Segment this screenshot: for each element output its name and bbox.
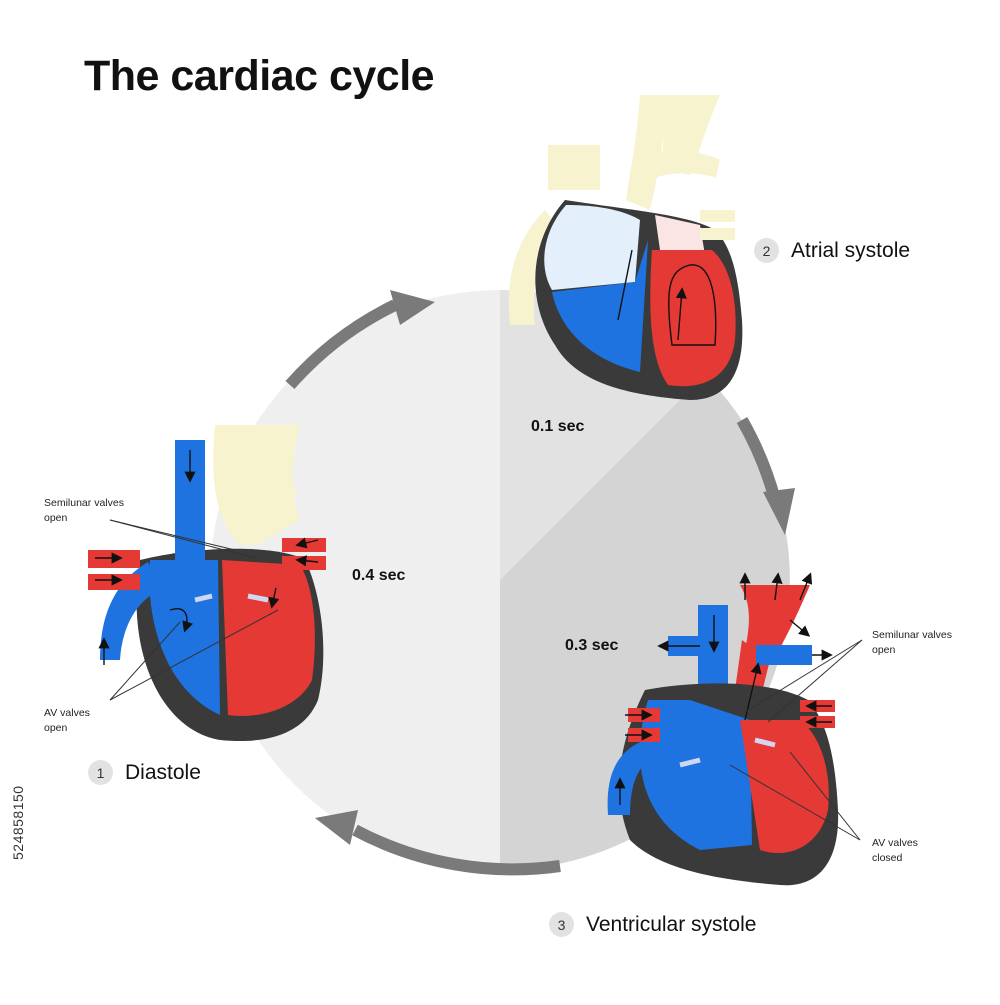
stage-name: Diastole	[125, 760, 201, 784]
annotation-ventricular-av: AV valves closed	[872, 837, 918, 864]
heart-ventricular-systole-illustration	[607, 572, 863, 886]
stage-atrial-systole-label: 2 Atrial systole	[754, 238, 910, 263]
stage-diastole-label: 1 Diastole	[88, 760, 201, 785]
stage-number-badge: 1	[88, 760, 113, 785]
stage-name: Atrial systole	[791, 238, 911, 262]
duration-ventricular-systole: 0.3 sec	[565, 637, 619, 654]
annotation-ventricular-semilunar: Semilunar valves open	[872, 629, 952, 656]
arrowhead-to-diastole	[315, 810, 358, 845]
heart-diastole-illustration	[88, 425, 326, 742]
stage-number-badge: 2	[754, 238, 779, 263]
arrowhead-to-atrial	[390, 290, 435, 325]
cycle-arrow-ventricular-to-diastole	[352, 824, 561, 876]
stage-name: Ventricular systole	[586, 912, 757, 936]
annotation-diastole-semilunar: Semilunar valves open	[44, 497, 124, 524]
stage-ventricular-systole-label: 3 Ventricular systole	[549, 912, 756, 937]
heart-atrial-systole-illustration	[508, 95, 743, 400]
duration-diastole: 0.4 sec	[352, 567, 406, 584]
page-title: The cardiac cycle	[84, 52, 435, 100]
duration-atrial-systole: 0.1 sec	[531, 418, 585, 435]
cycle-arrow-diastole-to-atrial	[285, 299, 398, 389]
stage-number-badge: 3	[549, 912, 574, 937]
annotation-diastole-av: AV valves open	[44, 707, 90, 734]
arrowhead-to-ventricular	[763, 488, 795, 535]
stock-id: 524858150	[10, 785, 26, 860]
